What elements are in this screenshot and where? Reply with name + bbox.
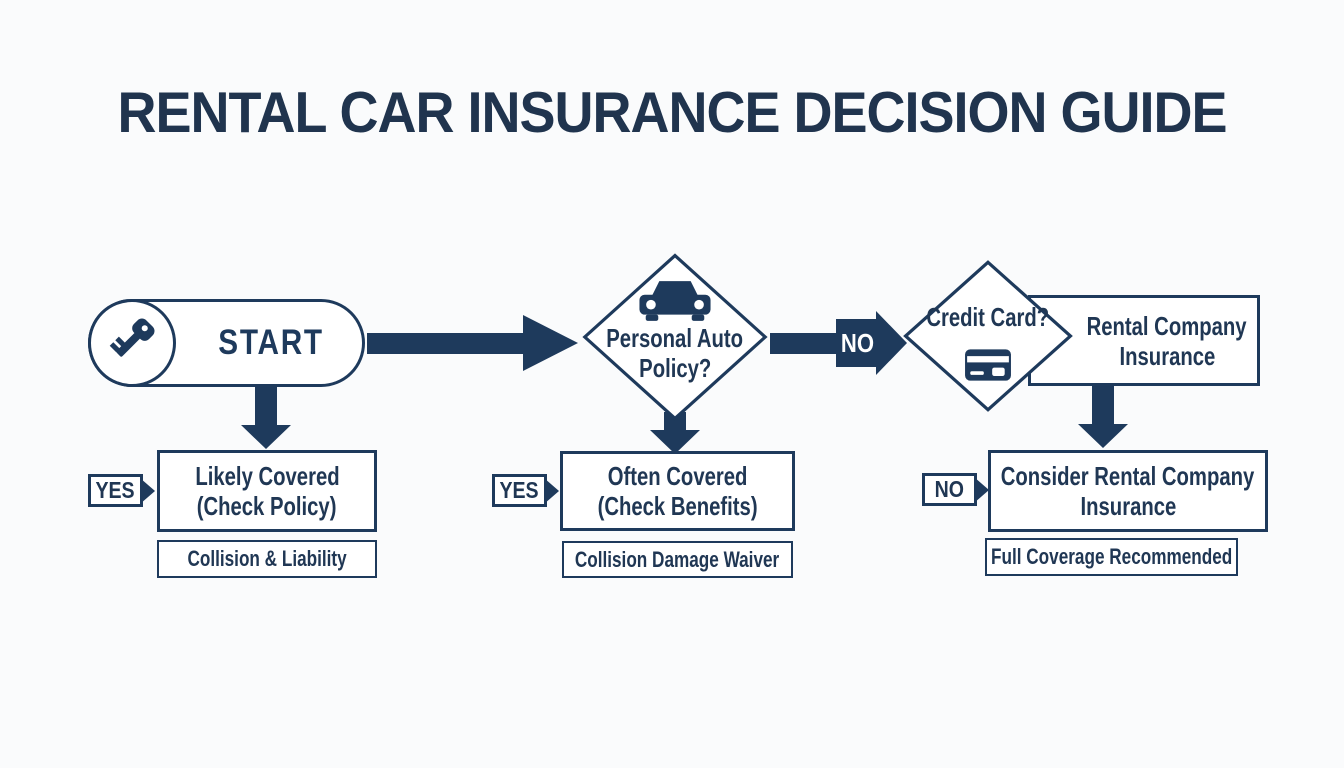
arrow-start-to-decision1 [367,333,523,354]
outcome-often-covered-box: Often Covered (Check Benefits) [560,451,795,531]
branch-yes-1: YES [88,474,155,507]
decision1-label: Personal Auto Policy? [606,323,744,383]
note-collision-liability: Collision & Liability [157,540,377,578]
edge-no-label: NO [840,327,874,358]
branch-yes-2: YES [492,474,559,507]
outcome-likely-covered-box: Likely Covered (Check Policy) [157,450,377,532]
note-collision-damage-waiver: Collision Damage Waiver [562,541,793,578]
branch-no-3: NO [922,473,989,506]
arrow-no-block [836,319,877,367]
branch-yes-2-arrow [544,477,559,504]
start-label: START [218,323,324,362]
credit-card-icon [903,348,1073,382]
start-icon-circle [88,299,176,387]
arrow-decision1-down-head [650,430,700,454]
arrow-start-down-head [241,425,291,449]
arrow-start-to-decision1-head [523,315,578,371]
arrow-decision1-down [664,412,686,430]
arrow-no-shaft [770,333,837,354]
outcome-consider-rental-box: Consider Rental Company Insurance [988,450,1268,532]
branch-no-3-arrow [974,476,989,503]
decision2-label: Credit Card? [926,302,1050,332]
arrow-no-head [876,311,907,375]
arrow-rental-down-head [1078,424,1128,448]
car-icon [582,277,768,323]
decision-personal-auto-policy: Personal Auto Policy? [582,253,768,421]
note-full-coverage-recommended: Full Coverage Recommended [985,538,1238,576]
car-key-icon [105,314,159,373]
page-title: RENTAL CAR INSURANCE DECISION GUIDE [117,81,1227,145]
arrow-start-down [255,385,277,425]
arrow-rental-down [1092,384,1114,424]
branch-yes-1-arrow [140,477,155,504]
decision-credit-card: Credit Card? [903,260,1073,412]
